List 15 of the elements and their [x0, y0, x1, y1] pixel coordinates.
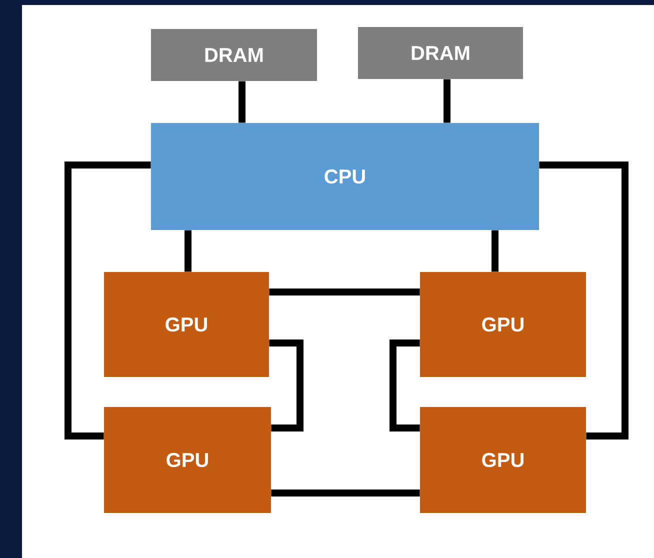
- connector-line: [64, 162, 151, 440]
- memory-box: DRAM: [358, 27, 523, 79]
- connector-line: [492, 230, 498, 272]
- memory-box: DRAM: [151, 29, 317, 81]
- connector-line: [271, 490, 420, 496]
- connector-line: [444, 79, 450, 123]
- connector-line: [184, 230, 192, 272]
- gpu-box: GPU: [104, 272, 269, 377]
- connector-line: [269, 288, 420, 296]
- connector-line: [539, 162, 628, 440]
- gpu-box: GPU: [420, 407, 586, 513]
- gpu-box: GPU: [104, 407, 271, 513]
- processor-box: CPU: [151, 123, 539, 230]
- gpu-box: GPU: [420, 272, 586, 377]
- connector-line: [238, 81, 246, 123]
